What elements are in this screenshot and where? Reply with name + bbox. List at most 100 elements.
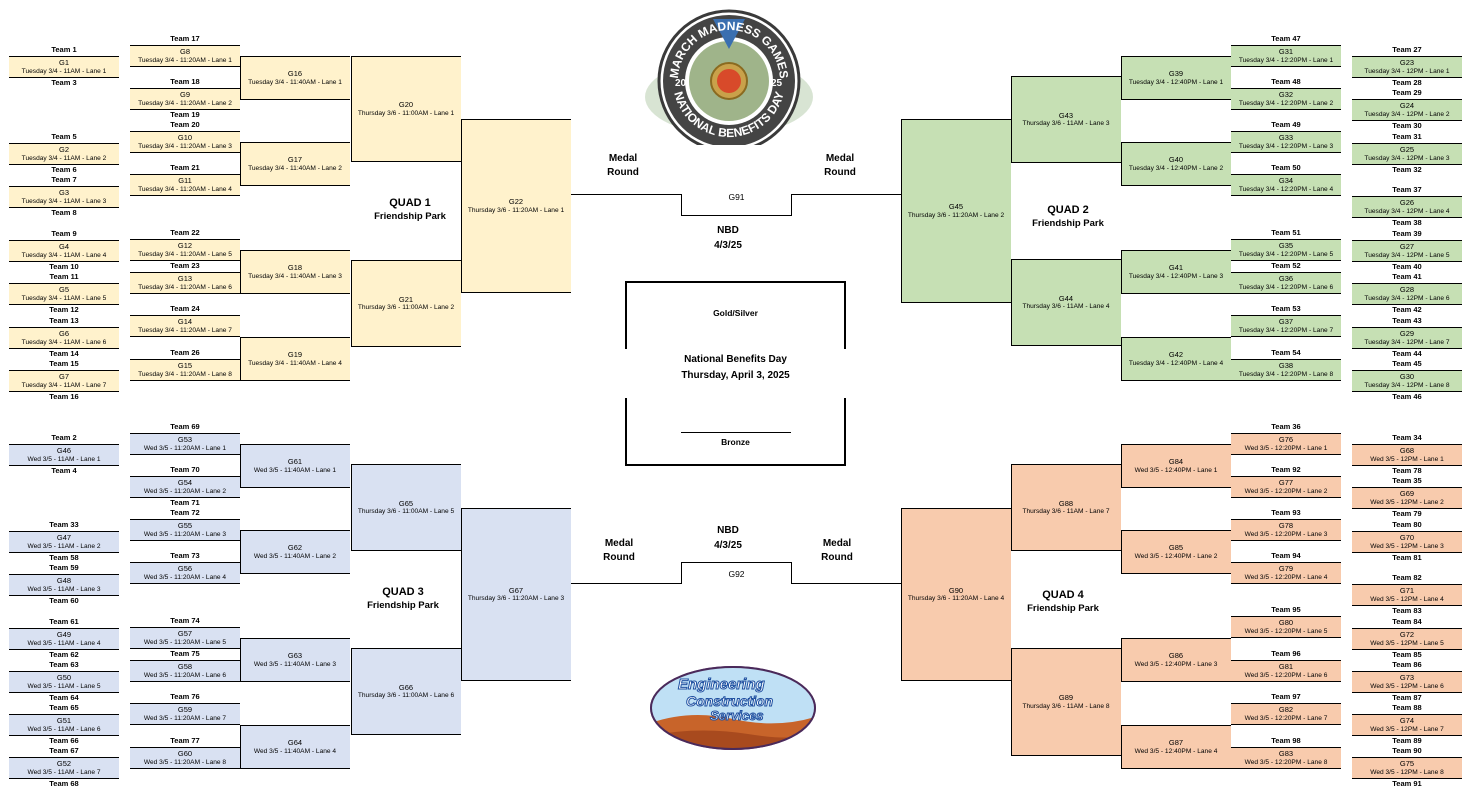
team-label: Team 78	[1392, 466, 1422, 475]
game-id: G65	[398, 498, 414, 508]
team-label: Team 63	[49, 660, 79, 669]
game-id: G49	[56, 630, 72, 640]
game-info: Tuesday 3/4 - 12:40PM - Lane 1	[1128, 78, 1224, 86]
game-id: G62	[287, 543, 303, 553]
game-id: G34	[1278, 176, 1294, 186]
game-id: G85	[1168, 543, 1184, 553]
game-id: G9	[179, 90, 190, 100]
